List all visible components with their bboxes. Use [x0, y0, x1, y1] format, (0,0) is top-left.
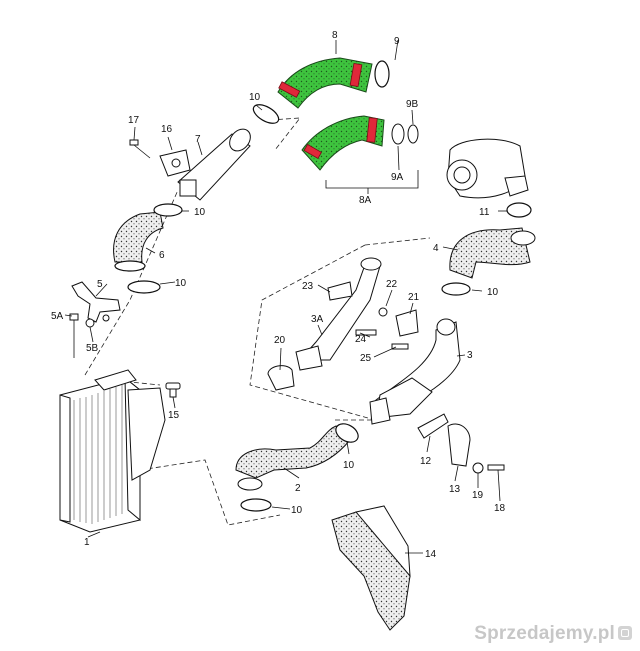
label-1: 1 [84, 537, 90, 548]
label-14: 14 [425, 549, 437, 560]
label-22: 22 [386, 279, 398, 290]
label-18: 18 [494, 503, 506, 514]
label-3: 3 [467, 350, 473, 361]
green-hose-part-8a [301, 115, 419, 194]
hose-part-6 [113, 203, 183, 294]
label-5b: 5B [86, 343, 99, 354]
hose-part-2 [235, 423, 359, 512]
label-23: 23 [302, 281, 314, 292]
hose-part-4 [441, 202, 536, 296]
flange-parts-12-13 [417, 413, 505, 474]
label-17: 17 [128, 115, 140, 126]
label-25: 25 [360, 353, 372, 364]
label-16: 16 [161, 124, 173, 135]
pipe-part-7 [129, 128, 251, 201]
part-number-labels: 1 2 3 4 5 5A 5B 6 7 8 8A 9 9A 9B 10 10 1… [51, 30, 506, 560]
assembly-dashed-lines [84, 117, 431, 526]
bolt-part-15 [165, 382, 181, 398]
label-24: 24 [355, 334, 367, 345]
label-10-bottom: 10 [291, 505, 303, 516]
label-5: 5 [97, 279, 103, 290]
label-4: 4 [433, 243, 439, 254]
label-10-left: 10 [175, 278, 187, 289]
green-hose-part-8 [252, 57, 390, 124]
label-10-center: 10 [343, 460, 355, 471]
label-21: 21 [408, 292, 420, 303]
label-8: 8 [332, 30, 338, 41]
intercooler-part-1 [59, 369, 166, 533]
label-6: 6 [159, 250, 165, 261]
label-12: 12 [420, 456, 432, 467]
label-10-top: 10 [249, 92, 261, 103]
pipe-part-3a [267, 257, 419, 391]
label-9b: 9B [406, 99, 419, 110]
bracket-part-5 [69, 281, 121, 358]
label-10-mid-left: 10 [194, 207, 206, 218]
label-19: 19 [472, 490, 484, 501]
label-5a: 5A [51, 311, 64, 322]
label-20: 20 [274, 335, 286, 346]
label-7: 7 [195, 134, 201, 145]
air-guide-part-14 [331, 505, 411, 631]
label-10-right: 10 [487, 287, 499, 298]
turbocharger [446, 138, 529, 199]
watermark-text: Sprzedajemy.pl [474, 623, 615, 644]
label-9a: 9A [391, 172, 404, 183]
label-13: 13 [449, 484, 461, 495]
leader-lines [64, 39, 507, 554]
label-9: 9 [394, 36, 400, 47]
label-8a: 8A [359, 195, 372, 206]
label-2: 2 [295, 483, 301, 494]
watermark: Sprzedajemy.pl [474, 623, 632, 645]
pipe-part-3 [369, 318, 461, 425]
label-3a: 3A [311, 314, 324, 325]
watermark-logo-icon [618, 626, 632, 640]
label-11: 11 [479, 207, 490, 218]
label-15: 15 [168, 410, 180, 421]
